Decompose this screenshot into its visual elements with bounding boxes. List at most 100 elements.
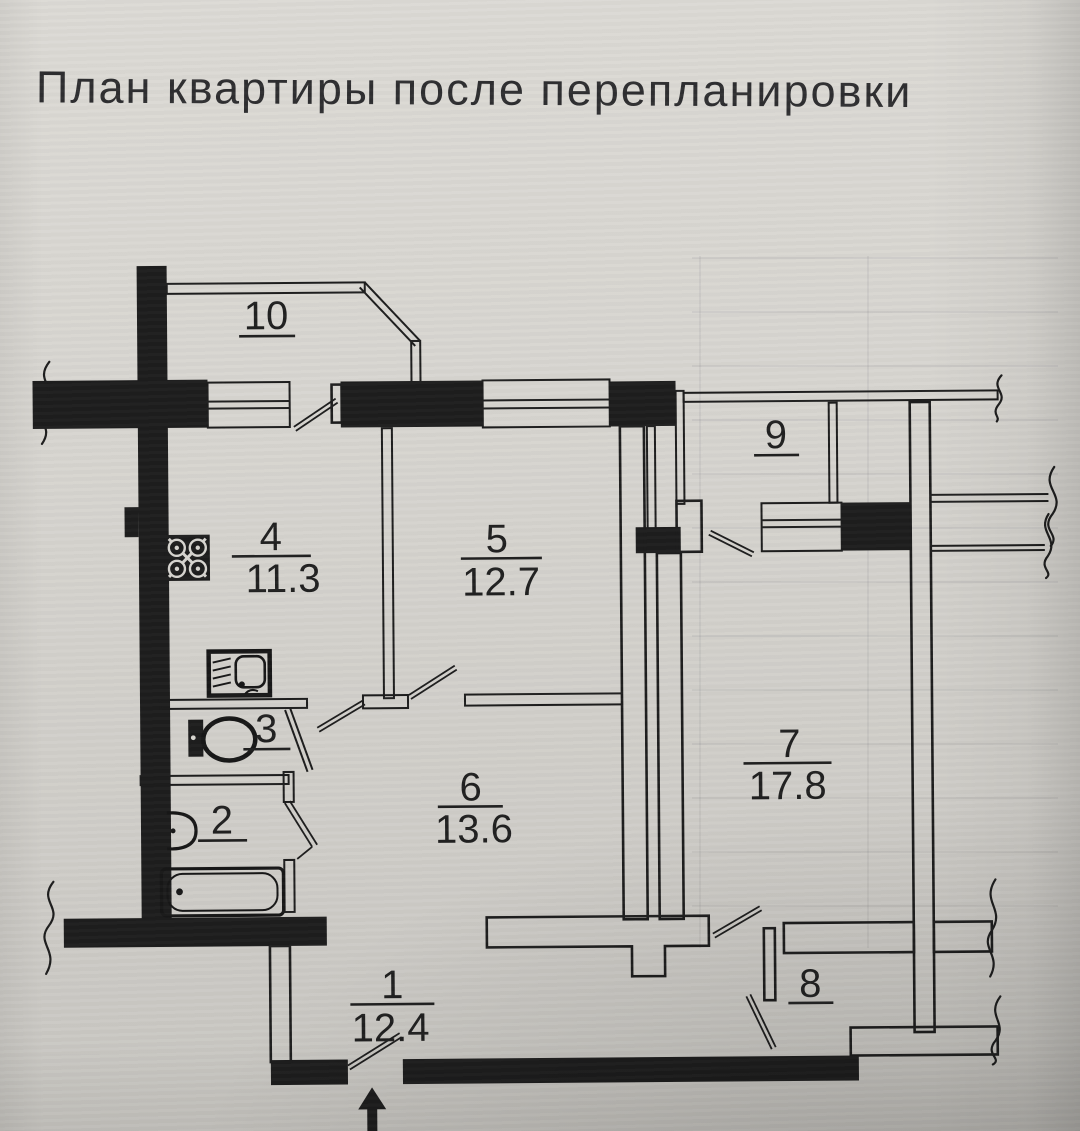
- balcony-angled-parapet: [359, 286, 416, 347]
- svg-text:2: 2: [211, 798, 234, 842]
- svg-text:5: 5: [485, 517, 508, 561]
- wall-segment: [782, 920, 916, 955]
- kitchen-sink-icon: [206, 648, 273, 698]
- toilet-angled-wall: [289, 707, 314, 771]
- bathtub-icon: [159, 866, 286, 918]
- wall-segment: [268, 944, 293, 1064]
- wall-segment: [618, 424, 650, 921]
- door-balcony10: [293, 397, 339, 432]
- room-label-10: 10: [239, 294, 296, 338]
- room-label-7: 7 17.8: [743, 722, 832, 809]
- room-label-8: 8: [788, 962, 834, 1006]
- door-leaves: [284, 397, 777, 1071]
- wall-stub: [930, 500, 1049, 503]
- wall-stub: [930, 493, 1049, 496]
- bleed-through-table-lines: [692, 256, 1058, 948]
- wall-segment: [762, 926, 777, 1002]
- break-mark: [986, 878, 998, 978]
- partition: [139, 773, 290, 787]
- wall-segment: [849, 1025, 1000, 1057]
- balcony-parapet: [674, 389, 686, 505]
- wall-segment: [63, 916, 327, 948]
- break-mark: [38, 360, 51, 446]
- svg-text:1: 1: [381, 963, 404, 1007]
- svg-text:12.4: 12.4: [351, 1006, 429, 1051]
- room-label-4: 4 11.3: [231, 515, 321, 602]
- plan-body: 10 9 4 11.3 5 12.7 3: [32, 265, 1058, 1131]
- door-room8-lower: [745, 993, 777, 1050]
- svg-text:12.7: 12.7: [462, 560, 540, 605]
- door-jamb: [330, 383, 344, 424]
- door-balcony9: [708, 529, 755, 558]
- svg-text:8: 8: [799, 962, 822, 1006]
- break-mark: [990, 995, 1002, 1066]
- partition: [645, 425, 657, 531]
- window-kitchen: [206, 380, 291, 429]
- partition: [463, 692, 624, 707]
- wall-segment: [270, 1059, 349, 1086]
- svg-text:4: 4: [259, 515, 282, 559]
- window-room5: [481, 378, 611, 429]
- balcony-parapet: [165, 281, 366, 295]
- door-bathroom: [284, 800, 318, 860]
- wall-segment: [908, 400, 936, 1034]
- balcony-divider: [827, 401, 839, 504]
- wall-nub: [124, 507, 139, 538]
- door-entrance: [347, 1032, 403, 1071]
- exterior-walls: [32, 265, 912, 1086]
- room-label-9: 9: [754, 413, 800, 457]
- wall-segment: [635, 526, 681, 554]
- wall-segment: [841, 502, 912, 551]
- room-label-2: 2: [198, 798, 248, 843]
- wall-stub: [930, 549, 1045, 552]
- break-mark: [994, 374, 1003, 423]
- balcony-angled-parapet: [363, 281, 421, 342]
- fixtures: [159, 534, 286, 918]
- svg-text:7: 7: [778, 722, 801, 766]
- interior-walls: [268, 383, 1000, 1064]
- room-label-5: 5 12.7: [460, 517, 542, 605]
- break-mark: [43, 880, 55, 975]
- partitions: [139, 281, 1049, 914]
- break-mark: [1043, 512, 1053, 580]
- door-room8-upper: [712, 905, 763, 939]
- svg-text:6: 6: [459, 765, 482, 809]
- room-labels: 10 9 4 11.3 5 12.7 3: [198, 294, 834, 1051]
- partition-cap: [361, 694, 410, 710]
- door-vestibule: [316, 699, 366, 733]
- door-jamb: [675, 499, 704, 554]
- wall-segment: [340, 380, 483, 428]
- wall-segment: [402, 1055, 859, 1085]
- partition: [380, 427, 395, 700]
- svg-text:11.3: 11.3: [245, 557, 320, 602]
- window-room7: [760, 501, 843, 553]
- wash-basin-icon: [166, 811, 198, 851]
- wall-segment: [32, 379, 208, 429]
- wall-segment: [655, 551, 686, 921]
- svg-text:17.8: 17.8: [749, 764, 827, 809]
- wall-segment: [609, 380, 676, 427]
- toilet-icon: [188, 716, 258, 763]
- room-label-6: 6 13.6: [435, 765, 513, 852]
- windows: [206, 378, 843, 553]
- wall-break-marks: [38, 360, 1058, 1066]
- partition: [282, 770, 295, 804]
- room-label-1: 1 12.4: [350, 963, 435, 1051]
- balcony-parapet: [410, 339, 422, 385]
- stove-icon: [164, 534, 211, 581]
- door-room5: [408, 664, 458, 700]
- svg-text:3: 3: [255, 707, 278, 751]
- wall-segment: [136, 265, 172, 934]
- partition: [283, 858, 296, 914]
- svg-text:10: 10: [244, 294, 289, 338]
- svg-text:9: 9: [765, 413, 788, 457]
- balcony-parapet: [682, 389, 999, 403]
- wall-stub: [930, 544, 1045, 547]
- entrance-arrow-icon: [358, 1087, 387, 1131]
- break-mark: [1047, 465, 1058, 548]
- wall-stub: [932, 920, 994, 954]
- svg-text:13.6: 13.6: [435, 807, 513, 852]
- toilet-angled-wall: [284, 709, 309, 773]
